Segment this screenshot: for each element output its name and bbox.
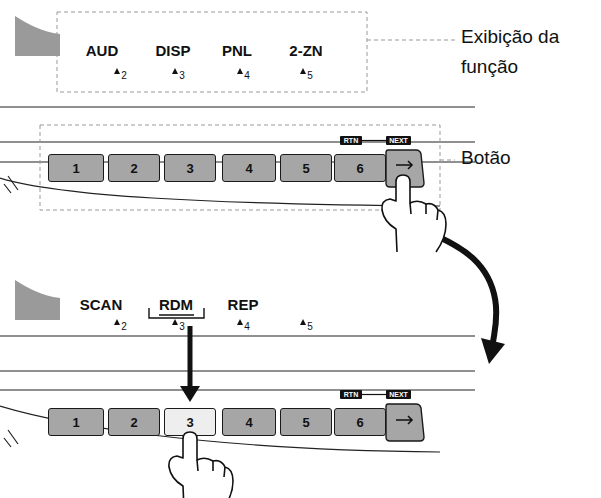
button-badge: NEXT	[386, 136, 411, 145]
arrow-glyph	[396, 161, 412, 169]
preset-button: 4	[222, 154, 276, 182]
pointer-triangles	[114, 68, 306, 325]
preset-button: 2	[108, 154, 160, 182]
button-label: 2	[130, 161, 137, 176]
button-badge: RTN	[340, 136, 362, 145]
arrowhead	[481, 338, 505, 364]
preset-button: 1	[48, 408, 104, 436]
next-button	[386, 150, 424, 441]
preset-button: 5	[280, 154, 332, 182]
button-label: 4	[245, 161, 252, 176]
button-label: 1	[72, 415, 79, 430]
button-label: 3	[186, 415, 193, 430]
callout-label: Exibição da função	[461, 22, 595, 82]
button-number: 2	[121, 322, 127, 332]
callout-label: Botão	[461, 147, 511, 169]
button-label: NEXT	[389, 391, 408, 399]
preset-button: 3	[164, 154, 216, 182]
button-badge: RTN	[340, 390, 362, 399]
button-label: 5	[302, 415, 309, 430]
preset-button: 3	[164, 408, 216, 436]
panel-lines	[0, 107, 475, 452]
function-label: DISP	[155, 43, 190, 58]
arrow-glyph	[396, 416, 412, 424]
down-arrow	[188, 326, 193, 388]
button-label: 5	[302, 161, 309, 176]
button-label: 1	[72, 161, 79, 176]
preset-button: 6	[334, 408, 386, 436]
function-label: AUD	[86, 43, 119, 58]
button-label: 6	[356, 415, 363, 430]
function-label: SCAN	[80, 297, 123, 312]
function-label: RDM	[159, 297, 193, 312]
preset-button: 6	[334, 154, 386, 182]
pointing-hand	[169, 432, 233, 498]
preset-button: 5	[280, 408, 332, 436]
button-number: 3	[179, 71, 185, 81]
motion-arrows	[180, 232, 505, 402]
button-number: 2	[121, 71, 127, 81]
arrowhead	[180, 386, 200, 402]
function-label: PNL	[222, 43, 252, 58]
button-label: 4	[245, 415, 252, 430]
button-badge: NEXT	[386, 390, 411, 399]
preset-button: 4	[222, 408, 276, 436]
button-label: 6	[356, 161, 363, 176]
dashed-callout	[40, 12, 455, 210]
button-number: 4	[244, 71, 250, 81]
curved-arrow	[428, 232, 496, 342]
pointing-hand	[382, 175, 446, 252]
button-number: 4	[244, 322, 250, 332]
function-label: 2-ZN	[289, 43, 322, 58]
preset-button: 2	[108, 408, 160, 436]
button-label: NEXT	[389, 137, 408, 145]
button-number: 5	[307, 322, 313, 332]
function-label: REP	[228, 297, 259, 312]
button-number: 3	[179, 322, 185, 332]
button-label: RTN	[344, 391, 358, 399]
button-label: RTN	[344, 137, 358, 145]
button-label: 2	[130, 415, 137, 430]
button-number: 5	[307, 71, 313, 81]
preset-button: 1	[48, 154, 104, 182]
button-label: 3	[186, 161, 193, 176]
